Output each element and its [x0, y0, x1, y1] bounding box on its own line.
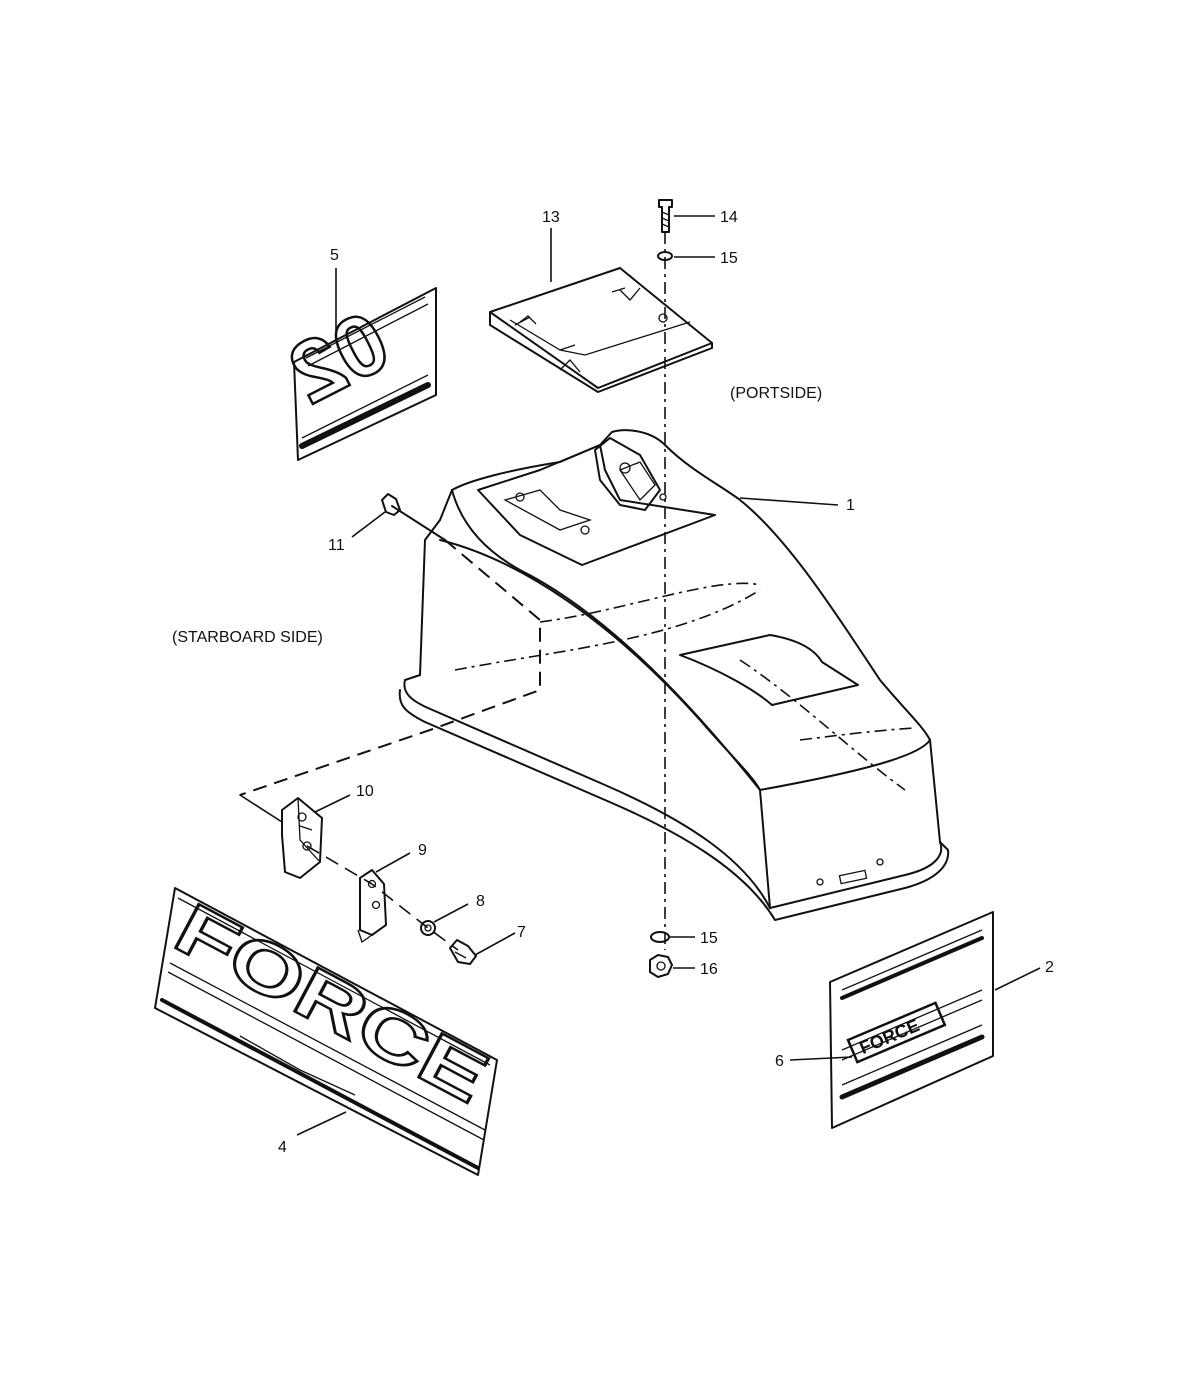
- latch-9: [357, 869, 387, 944]
- callout-6: 6: [775, 1053, 784, 1070]
- engine-cowl: [398, 429, 950, 921]
- portside-label: (PORTSIDE): [730, 385, 822, 402]
- washer-15-bottom: [650, 931, 670, 943]
- callout-10: 10: [356, 783, 374, 800]
- bolt-14: [658, 199, 673, 233]
- callout-14: 14: [720, 209, 738, 226]
- callout-2: 2: [1045, 959, 1054, 976]
- callout-11: 11: [328, 537, 345, 554]
- bracket-10: [281, 797, 323, 879]
- top-cover-plate: [489, 267, 713, 393]
- assembly-line-bracket: [239, 794, 283, 823]
- callout-9: 9: [418, 842, 427, 859]
- callout-4: 4: [278, 1139, 287, 1156]
- assembly-line-latch: [306, 845, 459, 951]
- screw-7: [449, 939, 477, 965]
- portside-decal: FORCE: [829, 911, 994, 1129]
- nut-8: [420, 920, 436, 936]
- force-side-decal: FORCE: [154, 887, 502, 1176]
- starboard-side-label: (STARBOARD SIDE): [172, 629, 323, 646]
- assembly-line-screw: [239, 539, 541, 796]
- callout-8: 8: [476, 893, 485, 910]
- nut-16: [649, 954, 673, 978]
- callout-15-bottom: 15: [700, 930, 718, 947]
- callout-7: 7: [517, 924, 526, 941]
- screw-11: [381, 493, 446, 541]
- callout-5: 5: [330, 247, 339, 264]
- callout-15-top: 15: [720, 250, 738, 267]
- callout-13: 13: [542, 209, 560, 226]
- callout-1: 1: [846, 497, 855, 514]
- callout-16: 16: [700, 961, 718, 978]
- model-number-decal: 02: [274, 287, 437, 461]
